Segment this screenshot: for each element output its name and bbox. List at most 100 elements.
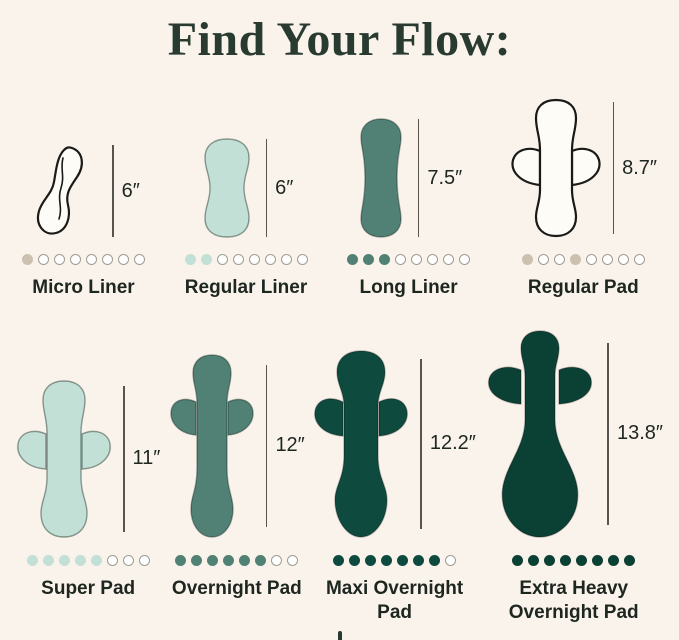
ruler-line	[123, 385, 125, 532]
length-label: 13.8″	[616, 422, 663, 445]
absorbency-dot	[22, 254, 33, 265]
absorbency-dot	[395, 254, 407, 265]
product-figure: 6″	[27, 89, 140, 239]
absorbency-dot	[349, 554, 361, 566]
product-figure: 12″	[169, 326, 305, 540]
length-label: 12″	[275, 434, 305, 457]
absorbency-dot	[42, 554, 54, 566]
super-pad-illustration	[17, 380, 111, 538]
absorbency-dot	[122, 554, 134, 566]
absorbency-dot	[134, 254, 145, 265]
absorbency-dot	[175, 554, 187, 566]
absorbency-dot	[90, 554, 102, 566]
absorbency-dot	[191, 554, 203, 566]
product-figure: 6″	[199, 89, 294, 239]
product-name: Regular Pad	[527, 277, 639, 298]
absorbency-dots	[184, 254, 308, 265]
absorbency-dot	[413, 554, 425, 566]
absorbency-dot	[411, 254, 423, 265]
absorbency-dot	[223, 554, 235, 566]
absorbency-dot	[207, 554, 219, 566]
ruler-line	[112, 145, 114, 237]
absorbency-dot	[333, 554, 345, 566]
length-label: 8.7″	[622, 156, 657, 179]
absorbency-dot	[58, 554, 70, 566]
product-name: Regular Liner	[184, 277, 308, 298]
pad-row: 11″ Super Pad 12″ Overnight Pad	[14, 326, 665, 625]
absorbency-dot	[521, 254, 533, 265]
product-figure: 11″	[16, 326, 160, 540]
product-figure: 13.8″	[484, 326, 663, 540]
regular-liner-illustration	[203, 138, 250, 238]
length-ruler: 12″	[265, 364, 305, 527]
absorbency-dot	[347, 254, 359, 265]
page-title: Find Your Flow:	[167, 13, 512, 66]
length-label: 6″	[121, 179, 140, 202]
micro-liner-illustration	[37, 146, 84, 235]
absorbency-dot	[537, 254, 549, 265]
product-name: Maxi Overnight Pad	[325, 577, 464, 623]
absorbency-dot	[560, 554, 572, 566]
absorbency-dot	[264, 254, 276, 265]
ruler-line	[265, 364, 268, 527]
ruler-line	[420, 358, 422, 529]
absorbency-dot	[248, 254, 260, 265]
absorbency-dots	[175, 554, 299, 566]
absorbency-dot	[118, 254, 129, 265]
absorbency-dot	[280, 254, 292, 265]
absorbency-dot	[38, 254, 49, 265]
length-ruler: 6″	[112, 145, 140, 237]
product-extra-heavy-overnight-pad: 13.8″ Extra Heavy Overnight Pad	[484, 326, 663, 625]
absorbency-dot	[633, 254, 645, 265]
absorbency-dot	[544, 554, 556, 566]
bottom-accent-tick	[337, 631, 342, 640]
absorbency-dot	[363, 254, 375, 265]
product-super-pad: 11″ Super Pad	[16, 326, 160, 601]
product-figure: 12.2″	[313, 326, 476, 540]
absorbency-dot	[381, 554, 393, 566]
absorbency-dot	[54, 254, 65, 265]
length-label: 6″	[275, 176, 294, 199]
absorbency-dot	[576, 554, 588, 566]
absorbency-dot	[379, 254, 391, 265]
absorbency-dot	[397, 554, 409, 566]
product-long-liner: 7.5″ Long Liner	[347, 89, 471, 300]
absorbency-dot	[138, 554, 150, 566]
absorbency-dot	[271, 554, 283, 566]
length-label: 12.2″	[429, 432, 476, 455]
absorbency-dot	[592, 554, 604, 566]
absorbency-dot	[528, 554, 540, 566]
ruler-line	[612, 102, 615, 234]
absorbency-dots	[512, 554, 636, 566]
ruler-line	[265, 139, 268, 237]
absorbency-dot	[232, 254, 244, 265]
product-figure: 7.5″	[355, 89, 462, 239]
absorbency-dot	[553, 254, 565, 265]
absorbency-dot	[106, 554, 118, 566]
length-label: 11″	[132, 447, 161, 470]
product-name: Long Liner	[359, 277, 458, 298]
length-ruler: 11″	[123, 385, 161, 532]
absorbency-dot	[601, 254, 613, 265]
ruler-line	[417, 119, 420, 237]
absorbency-dot	[459, 254, 471, 265]
absorbency-dot	[200, 254, 212, 265]
length-ruler: 13.8″	[607, 342, 663, 525]
product-name: Overnight Pad	[171, 577, 302, 599]
length-ruler: 12.2″	[420, 358, 476, 529]
product-figure: 8.7″	[510, 89, 657, 239]
ruler-line	[607, 342, 609, 525]
absorbency-dot	[255, 554, 267, 566]
absorbency-dot	[429, 554, 441, 566]
absorbency-dot	[512, 554, 524, 566]
product-name: Extra Heavy Overnight Pad	[508, 577, 639, 623]
absorbency-dot	[427, 254, 439, 265]
product-name: Super Pad	[41, 577, 136, 599]
absorbency-dots	[347, 254, 471, 265]
absorbency-dot	[624, 554, 636, 566]
product-maxi-overnight-pad: 12.2″ Maxi Overnight Pad	[313, 326, 476, 625]
absorbency-dot	[296, 254, 308, 265]
absorbency-dots	[521, 254, 645, 265]
absorbency-dot	[585, 254, 597, 265]
